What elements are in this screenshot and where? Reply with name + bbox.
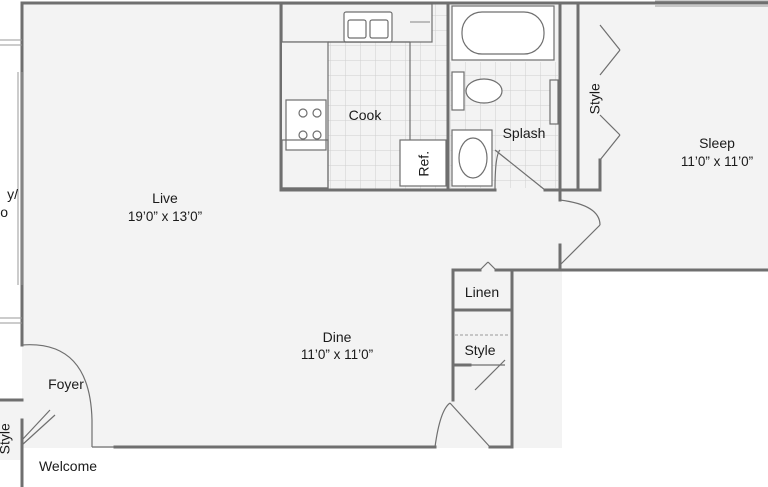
room-label-style-entry: Style xyxy=(0,423,13,455)
room-label-dine: Dine xyxy=(322,329,352,345)
room-label-sleep: Sleep xyxy=(699,135,735,151)
kitchen-fixtures xyxy=(281,3,447,189)
room-label-welcome: Welcome xyxy=(38,458,98,474)
room-label-foyer: Foyer xyxy=(48,376,84,392)
room-label-refrigerator: Ref. xyxy=(415,150,432,177)
bath-fixtures xyxy=(451,5,559,187)
room-label-balcony-partial-line2: o xyxy=(0,204,8,220)
room-label-live: Live xyxy=(152,190,178,206)
room-label-style-bedroom: Style xyxy=(586,83,603,115)
room-size-dine: 11’0” x 11’0” xyxy=(300,347,374,362)
room-label-linen: Linen xyxy=(464,284,500,300)
room-size-live: 19’0” x 13’0” xyxy=(127,209,203,224)
room-label-style-hall: Style xyxy=(464,342,496,358)
room-label-balcony-partial: y/ xyxy=(7,186,18,202)
room-label-splash: Splash xyxy=(502,125,546,141)
doors xyxy=(21,24,621,448)
windows xyxy=(0,0,768,324)
room-size-sleep: 11’0” x 11’0” xyxy=(680,154,754,169)
room-label-cook: Cook xyxy=(348,107,382,123)
